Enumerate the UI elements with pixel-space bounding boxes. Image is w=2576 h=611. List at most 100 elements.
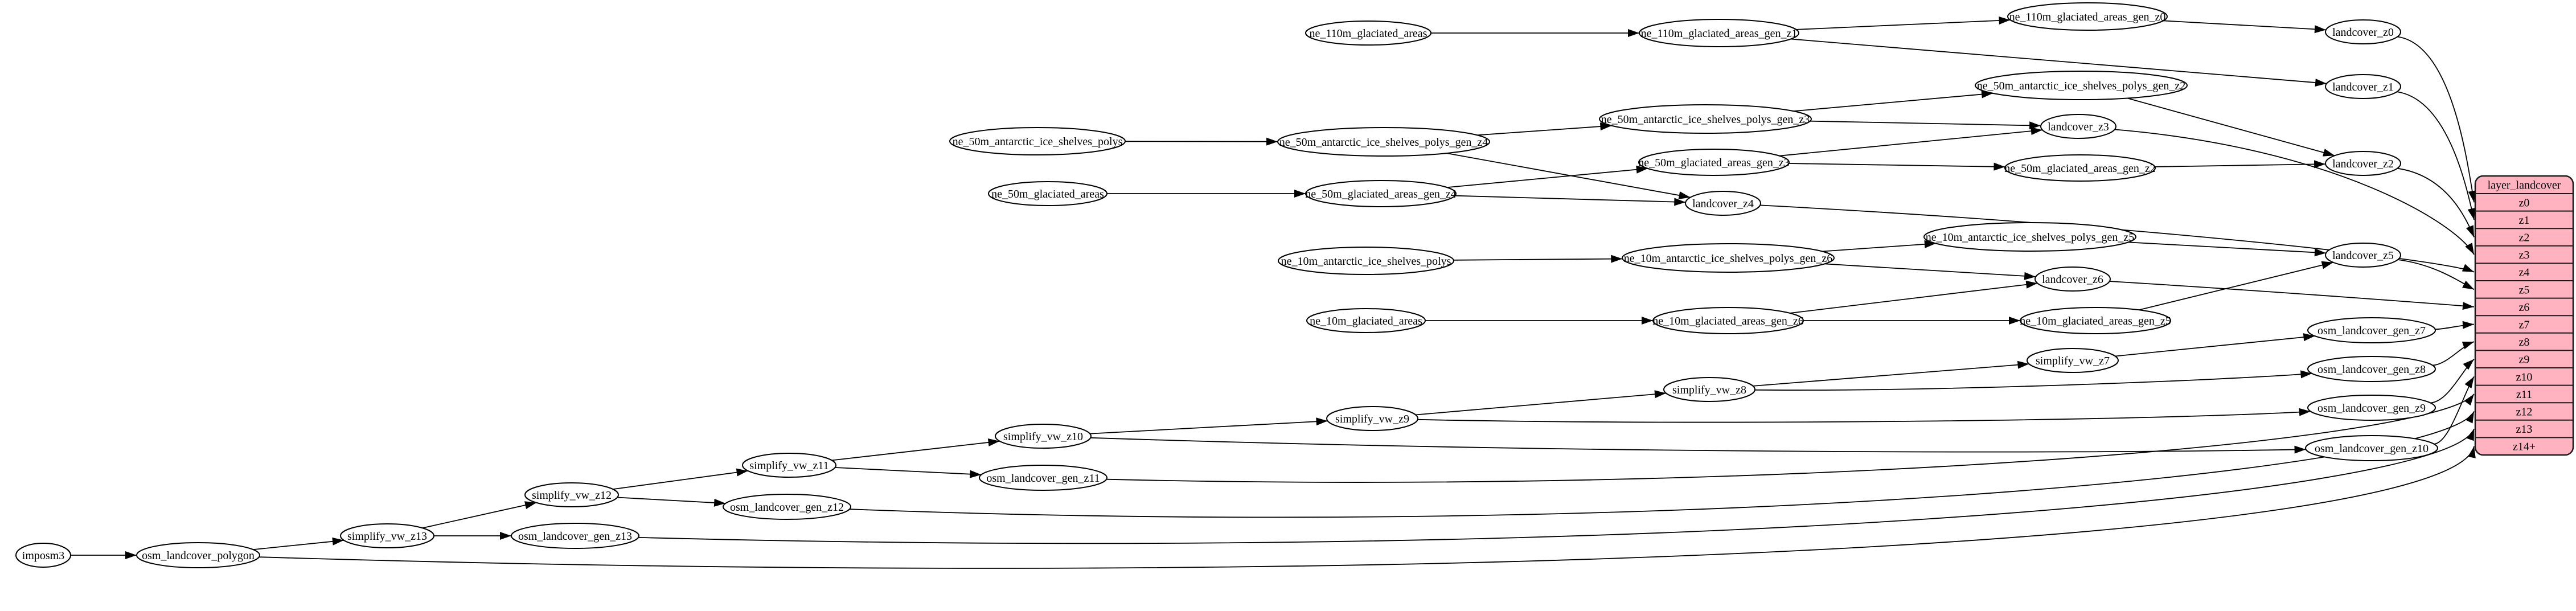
edge-ne_50m_glaciated_areas_gen_z4-to-landcover_z4 xyxy=(1455,195,1686,206)
node-shape xyxy=(2325,243,2401,268)
table-row-z6: z6 xyxy=(2519,301,2530,314)
edge-ne_110m_glaciated_areas_gen_z1-to-landcover_z1 xyxy=(1790,38,2327,87)
node-label: simplify_vw_z13 xyxy=(347,530,427,543)
table-row-z12: z12 xyxy=(2516,406,2533,419)
edge-simplify_vw_z13-to-simplify_vw_z12 xyxy=(422,501,537,529)
node-shape xyxy=(988,181,1107,206)
edge-simplify_vw_z10-to-simplify_vw_z9 xyxy=(1090,417,1328,434)
node-shape xyxy=(340,523,434,548)
node-ne_50m_glaciated_areas_gen_z4: ne_50m_glaciated_areas_gen_z4 xyxy=(1305,180,1457,207)
node-label: osm_landcover_gen_z11 xyxy=(986,472,1100,485)
node-shape xyxy=(1326,406,1418,431)
edge-ne_50m_antarctic_ice_shelves_polys_gen_z3-to-ne_50m_antarctic_ice_shelves_polys_gen_z2 xyxy=(1793,90,1993,112)
node-simplify_vw_z11: simplify_vw_z11 xyxy=(742,453,836,478)
node-shape xyxy=(1638,149,1790,176)
edge-simplify_vw_z7-to-osm_landcover_gen_z7 xyxy=(2115,333,2315,357)
node-shape xyxy=(2325,74,2401,99)
node-label: osm_landcover_polygon xyxy=(142,550,255,562)
node-simplify_vw_z13: simplify_vw_z13 xyxy=(340,523,434,548)
node-landcover_z4: landcover_z4 xyxy=(1685,191,1761,216)
node-shape xyxy=(2007,2,2168,31)
edge-ne_50m_glaciated_areas_gen_z3-to-landcover_z3 xyxy=(1779,127,2042,157)
edge-ne_10m_glaciated_areas_gen_z6-to-landcover_z6 xyxy=(1790,280,2038,314)
table-title: layer_landcover xyxy=(2488,179,2561,192)
edge-osm_landcover_gen_z11-to-layer-z11 xyxy=(1106,393,2475,483)
node-label: ne_10m_antarctic_ice_shelves_polys xyxy=(1281,255,1451,268)
node-label: simplify_vw_z12 xyxy=(532,489,612,502)
node-shape xyxy=(979,465,1107,491)
node-ne_50m_antarctic_ice_shelves_polys_gen_z4: ne_50m_antarctic_ice_shelves_polys_gen_z… xyxy=(1277,127,1490,157)
table-row-z3: z3 xyxy=(2519,249,2530,261)
node-shape xyxy=(1278,247,1454,275)
node-simplify_vw_z9: simplify_vw_z9 xyxy=(1326,406,1418,431)
edge-landcover_z1-to-layer-z1 xyxy=(2397,91,2476,220)
node-ne_50m_glaciated_areas: ne_50m_glaciated_areas xyxy=(988,181,1107,206)
node-label: landcover_z0 xyxy=(2332,26,2394,39)
node-label: landcover_z3 xyxy=(2048,121,2109,133)
node-shape xyxy=(2325,19,2401,44)
node-label: landcover_z6 xyxy=(2042,273,2103,286)
node-ne_10m_glaciated_areas_gen_z6: ne_10m_glaciated_areas_gen_z6 xyxy=(1652,307,1804,334)
edge-ne_50m_antarctic_ice_shelves_polys_gen_z4-to-ne_50m_antarctic_ice_shelves_polys_gen_z3 xyxy=(1477,122,1612,136)
table-row-z7: z7 xyxy=(2519,319,2530,331)
node-label: simplify_vw_z11 xyxy=(749,460,828,472)
node-label: landcover_z4 xyxy=(1692,198,1754,210)
node-simplify_vw_z10: simplify_vw_z10 xyxy=(995,424,1092,449)
table-row-z4: z4 xyxy=(2519,266,2530,279)
node-label: landcover_z1 xyxy=(2332,81,2394,93)
node-shape xyxy=(949,127,1126,155)
edge-ne_110m_glaciated_areas_gen_z1-to-ne_110m_glaciated_areas_gen_z0 xyxy=(1796,16,2011,30)
node-ne_110m_glaciated_areas: ne_110m_glaciated_areas xyxy=(1305,20,1431,46)
node-shape xyxy=(524,482,619,507)
node-shape xyxy=(995,424,1092,449)
node-ne_10m_glaciated_areas_gen_z5: ne_10m_glaciated_areas_gen_z5 xyxy=(2020,307,2171,334)
edge-simplify_vw_z8-to-osm_landcover_gen_z8 xyxy=(1754,370,2312,391)
node-label: ne_10m_antarctic_ice_shelves_polys_gen_z… xyxy=(1926,231,2135,244)
table-row-z14+: z14+ xyxy=(2513,441,2536,453)
node-shape xyxy=(2307,317,2436,343)
node-ne_10m_antarctic_ice_shelves_polys: ne_10m_antarctic_ice_shelves_polys xyxy=(1278,247,1454,275)
node-label: ne_10m_glaciated_areas_gen_z5 xyxy=(2020,315,2171,327)
table-row-z10: z10 xyxy=(2516,371,2533,383)
node-osm_landcover_gen_z13: osm_landcover_gen_z13 xyxy=(511,523,639,549)
table-row-z9: z9 xyxy=(2519,354,2530,366)
node-landcover_z2: landcover_z2 xyxy=(2325,151,2401,176)
node-ne_10m_glaciated_areas: ne_10m_glaciated_areas xyxy=(1306,308,1426,333)
node-shape xyxy=(1975,71,2188,100)
node-label: ne_50m_glaciated_areas_gen_z3 xyxy=(1638,157,1789,169)
edge-ne_10m_antarctic_ice_shelves_polys_gen_z5-to-landcover_z5 xyxy=(2128,241,2327,257)
node-label: ne_50m_glaciated_areas_gen_z4 xyxy=(1305,188,1456,200)
node-landcover_z3: landcover_z3 xyxy=(2040,114,2116,139)
edge-osm_landcover_gen_z10-to-layer-z10 xyxy=(2434,376,2475,445)
node-ne_50m_glaciated_areas_gen_z3: ne_50m_glaciated_areas_gen_z3 xyxy=(1638,149,1790,176)
node-osm_landcover_gen_z11: osm_landcover_gen_z11 xyxy=(979,465,1107,491)
edge-landcover_z2-to-layer-z2 xyxy=(2397,167,2475,237)
node-ne_50m_antarctic_ice_shelves_polys_gen_z3: ne_50m_antarctic_ice_shelves_polys_gen_z… xyxy=(1599,104,1812,134)
node-shape xyxy=(2325,151,2401,176)
node-label: osm_landcover_gen_z7 xyxy=(2317,325,2426,337)
node-shape xyxy=(1639,19,1799,47)
node-ne_10m_antarctic_ice_shelves_polys_gen_z5: ne_10m_antarctic_ice_shelves_polys_gen_z… xyxy=(1923,222,2136,252)
edges-layer xyxy=(70,16,2476,569)
table-row-z8: z8 xyxy=(2519,336,2530,348)
node-ne_50m_glaciated_areas_gen_z2: ne_50m_glaciated_areas_gen_z2 xyxy=(2004,154,2156,182)
table-row-z13: z13 xyxy=(2516,423,2533,436)
node-shape xyxy=(2307,356,2436,382)
edge-simplify_vw_z11-to-osm_landcover_gen_z11 xyxy=(835,467,982,478)
edge-simplify_vw_z11-to-simplify_vw_z10 xyxy=(831,438,1000,461)
node-shape xyxy=(2307,395,2436,421)
edge-landcover_z0-to-layer-z0 xyxy=(2397,36,2476,203)
node-osm_landcover_gen_z7: osm_landcover_gen_z7 xyxy=(2307,317,2436,343)
node-shape xyxy=(511,523,639,549)
node-osm_landcover_gen_z10: osm_landcover_gen_z10 xyxy=(2305,435,2438,461)
edge-ne_10m_antarctic_ice_shelves_polys_gen_z6-to-ne_10m_antarctic_ice_shelves_polys_gen_z5 xyxy=(1822,240,1936,252)
node-label: landcover_z5 xyxy=(2332,249,2394,262)
edge-osm_landcover_polygon-to-simplify_vw_z13 xyxy=(253,537,344,550)
node-shape xyxy=(2020,307,2171,334)
edge-landcover_z3-to-layer-z3 xyxy=(2114,129,2475,255)
edge-landcover_z6-to-layer-z6 xyxy=(2109,281,2475,310)
edge-ne_50m_glaciated_areas_gen_z2-to-landcover_z2 xyxy=(2155,160,2326,169)
node-ne_110m_glaciated_areas_gen_z1: ne_110m_glaciated_areas_gen_z1 xyxy=(1639,19,1799,47)
node-shape xyxy=(1599,104,1812,134)
